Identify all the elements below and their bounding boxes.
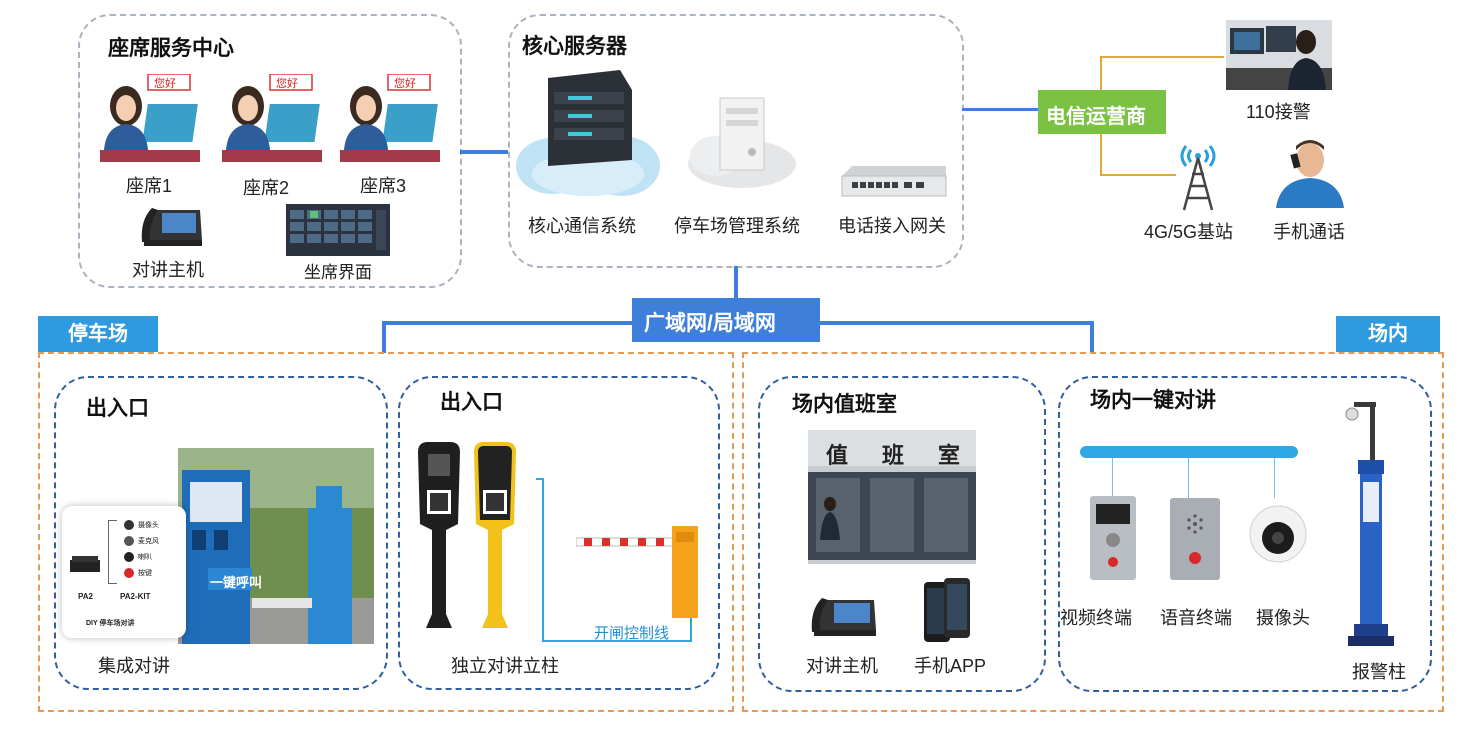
seat-3-label: 座席3 bbox=[360, 176, 407, 196]
duty-room-title: 场内值班室 bbox=[792, 393, 897, 416]
entrance-a-box bbox=[54, 376, 388, 690]
alarm-pillar-label: 报警柱 bbox=[1352, 662, 1406, 682]
parking-tag: 停车场 bbox=[38, 316, 158, 352]
device-mic-label: 麦克风 bbox=[138, 538, 159, 545]
parking-mgmt-server-icon bbox=[688, 97, 796, 188]
mobile-app-label: 手机APP bbox=[914, 656, 987, 676]
duty-sign-char-3: 室 bbox=[938, 443, 961, 468]
connector-core-telecom bbox=[962, 108, 1038, 111]
pa2-model-label: PA2 bbox=[78, 592, 93, 601]
mobile-call-label: 手机通话 bbox=[1273, 222, 1345, 242]
duty-sign-char-2: 班 bbox=[882, 443, 905, 468]
police-110-label: 110接警 bbox=[1246, 102, 1311, 122]
voice-terminal-icon bbox=[1170, 498, 1220, 580]
one-key-bus bbox=[1080, 446, 1298, 458]
standalone-pillar-label: 独立对讲立柱 bbox=[451, 656, 559, 676]
telecom-operator-label: 电信运营商 bbox=[1046, 106, 1146, 128]
mobile-app-phones-icon bbox=[924, 578, 970, 642]
base-station-tower-icon bbox=[1180, 145, 1216, 211]
one-key-box bbox=[1058, 376, 1432, 692]
voice-terminal-label: 语音终端 bbox=[1160, 608, 1232, 628]
pa2-kit-model-label: PA2-KIT bbox=[120, 592, 151, 601]
one-key-drop-voice bbox=[1188, 458, 1189, 498]
seat-ui-screen-icon bbox=[286, 204, 390, 256]
seat-2-label: 座席2 bbox=[243, 178, 290, 198]
core-server-title: 核心服务器 bbox=[522, 35, 627, 58]
onsite-tag: 场内 bbox=[1336, 316, 1440, 352]
parking-section-box bbox=[38, 352, 734, 712]
network-drop-parking bbox=[382, 321, 386, 353]
network-label: 广域网/局域网 bbox=[644, 312, 776, 335]
kiosk-call-text: 一键呼叫 bbox=[210, 575, 263, 590]
duty-room-photo-icon bbox=[808, 430, 976, 564]
base-station-label: 4G/5G基站 bbox=[1144, 222, 1234, 242]
button-dot-icon bbox=[124, 568, 134, 578]
seat-greeting: 您好 bbox=[276, 78, 298, 90]
phone-gateway-label: 电话接入网关 bbox=[838, 216, 946, 236]
seat-greeting: 您好 bbox=[154, 78, 176, 90]
control-line-vertical bbox=[542, 478, 544, 642]
onsite-section-box bbox=[742, 352, 1444, 712]
telecom-operator-badge bbox=[1038, 90, 1166, 134]
dome-camera-icon bbox=[1249, 505, 1307, 563]
one-key-drop-camera bbox=[1274, 458, 1275, 498]
desk-phone-icon bbox=[141, 208, 202, 246]
seat-1-label: 座席1 bbox=[126, 176, 173, 196]
barrier-gate-icon bbox=[576, 526, 698, 618]
seat-operator-icon bbox=[222, 74, 322, 162]
control-line-label: 开闸控制线 bbox=[594, 625, 670, 642]
phone-gateway-icon bbox=[841, 166, 947, 197]
pa2-device-icon bbox=[70, 556, 100, 572]
diy-kit-caption: DIY 停车场对讲 bbox=[86, 620, 135, 627]
duty-room-box bbox=[758, 376, 1046, 692]
one-key-drop-video bbox=[1112, 458, 1113, 498]
duty-intercom-host-label: 对讲主机 bbox=[806, 656, 878, 676]
mobile-caller-icon bbox=[1276, 140, 1344, 208]
one-key-title: 场内一键对讲 bbox=[1090, 389, 1216, 412]
device-button-label: 按键 bbox=[138, 570, 152, 577]
connector-core-network bbox=[734, 266, 738, 300]
connector-telecom-station bbox=[1100, 174, 1176, 176]
network-badge bbox=[632, 298, 820, 342]
camera-dot-icon bbox=[124, 520, 134, 530]
speaker-dot-icon bbox=[124, 552, 134, 562]
seat-operator-icon bbox=[340, 74, 440, 162]
seat-intercom-host-label: 对讲主机 bbox=[132, 260, 204, 280]
connector-telecom-vertical bbox=[1100, 56, 1102, 90]
control-line-up bbox=[690, 616, 692, 642]
integrated-kiosk-photo-icon bbox=[178, 448, 374, 644]
intercom-pillar-yellow-icon bbox=[474, 442, 516, 628]
seat-greeting: 您好 bbox=[394, 78, 416, 90]
diy-kit-bracket bbox=[108, 520, 117, 584]
video-terminal-label: 视频终端 bbox=[1060, 608, 1132, 628]
seat-operator-icon bbox=[100, 74, 200, 162]
camera-label: 摄像头 bbox=[1256, 608, 1310, 628]
device-camera-label: 摄像头 bbox=[138, 522, 159, 529]
core-comm-system-label: 核心通信系统 bbox=[528, 216, 636, 236]
seat-center-title: 座席服务中心 bbox=[108, 37, 234, 60]
duty-desk-phone-icon bbox=[811, 598, 876, 636]
video-terminal-icon bbox=[1090, 496, 1136, 580]
connector-telecom-vertical-low bbox=[1100, 134, 1102, 174]
device-speaker-label: 喇叭 bbox=[138, 554, 152, 561]
entrance-b-title: 出入口 bbox=[440, 391, 503, 414]
entrance-b-box bbox=[398, 376, 720, 690]
alarm-pillar-icon bbox=[1345, 402, 1394, 646]
control-line-stub bbox=[536, 478, 544, 480]
integrated-intercom-label: 集成对讲 bbox=[98, 656, 170, 676]
police-dispatcher-icon bbox=[1226, 20, 1332, 90]
network-drop-onsite bbox=[1090, 321, 1094, 353]
connector-telecom-police bbox=[1100, 56, 1224, 58]
microphone-dot-icon bbox=[124, 536, 134, 546]
entrance-a-title: 出入口 bbox=[86, 397, 149, 420]
parking-mgmt-system-label: 停车场管理系统 bbox=[674, 216, 800, 236]
seat-ui-label: 坐席界面 bbox=[304, 263, 372, 282]
duty-sign-char-1: 值 bbox=[826, 443, 849, 468]
server-cloud-icon bbox=[516, 70, 660, 196]
connector-seat-core bbox=[460, 150, 508, 154]
intercom-pillar-black-icon bbox=[418, 442, 460, 628]
control-line-horizontal bbox=[542, 640, 692, 642]
